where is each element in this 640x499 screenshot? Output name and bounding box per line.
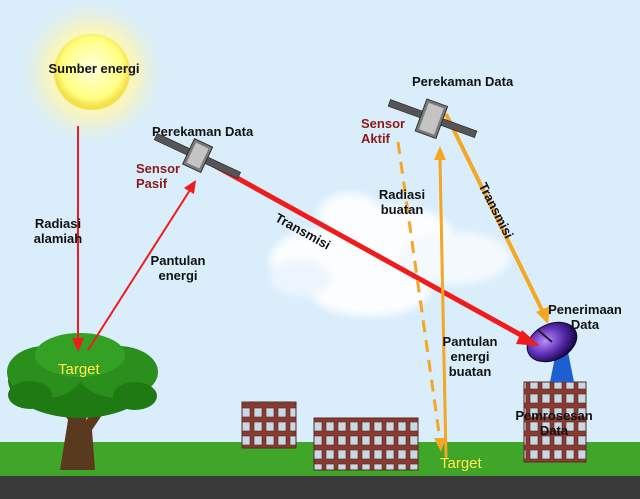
target-right-label: Target [440, 455, 482, 472]
sensor-passive-label: Sensor Pasif [136, 161, 181, 191]
dish-antenna-icon [526, 321, 578, 382]
tree-icon [7, 333, 158, 470]
data-recording-right-label: Perekaman Data [412, 74, 514, 89]
data-recording-left-label: Perekaman Data [152, 124, 254, 139]
sensor-active-label: Sensor Aktif [361, 116, 406, 146]
building-icon [313, 417, 419, 471]
artificial-radiation-dashed-arrow [396, 141, 446, 452]
reflected-energy-arrow [87, 180, 196, 351]
natural-radiation-label: Radiasi alamiah [33, 216, 83, 246]
natural-radiation-arrow [72, 126, 84, 352]
reflected-energy-label: Pantulan energi [150, 253, 206, 283]
target-left-label: Target [58, 361, 100, 378]
cloud-icon [270, 193, 510, 316]
sun-icon [14, 0, 170, 150]
satellite-icon [387, 98, 478, 140]
road [0, 476, 640, 499]
transmission-arrow-left [208, 160, 540, 346]
data-processing-label: Pemrosesan Data [515, 408, 593, 438]
artificial-reflected-arrow [434, 146, 448, 459]
artificial-reflected-energy-label: Pantulan energi buatan [442, 334, 498, 379]
satellite-icon [153, 133, 241, 180]
energy-source-label: Sumber energi [48, 61, 140, 76]
artificial-radiation-label: Radiasi buatan [378, 187, 426, 217]
data-reception-label: Penerimaan Data [548, 302, 622, 332]
building-icon [241, 401, 297, 449]
transmission-arrow-right [444, 113, 550, 324]
